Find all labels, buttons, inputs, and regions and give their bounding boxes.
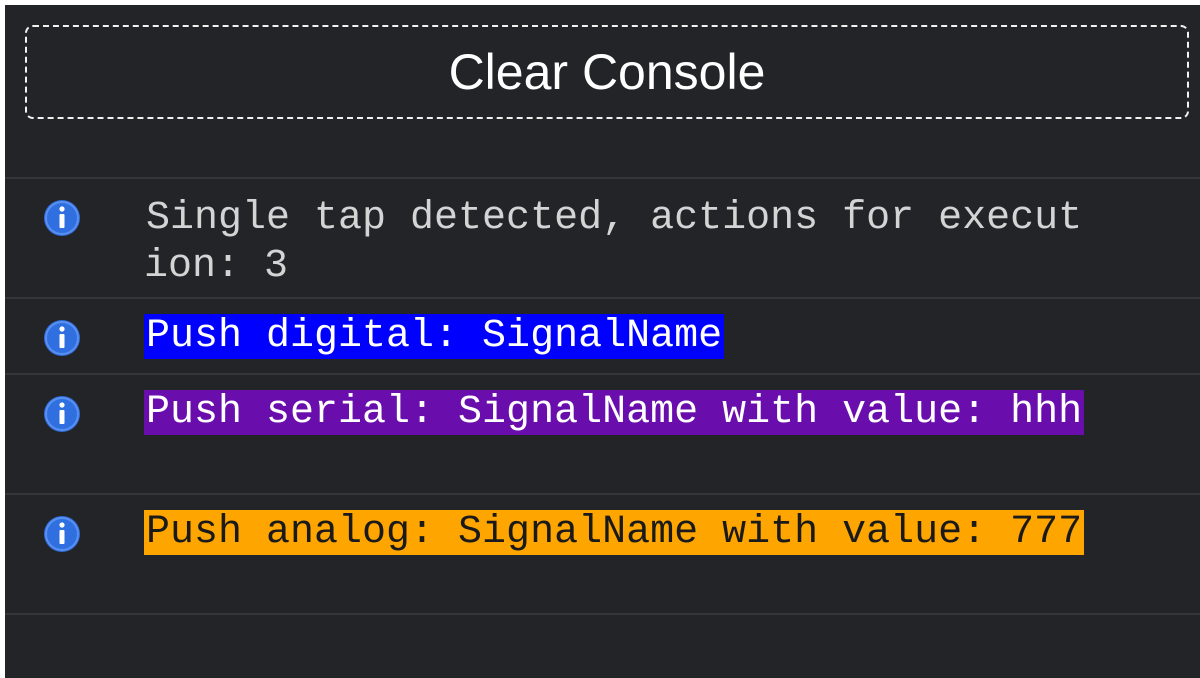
log-entry: Push digital: SignalName	[5, 299, 1200, 373]
divider	[5, 493, 1200, 495]
log-message-text: Push serial: SignalName with value: hhh	[144, 390, 1085, 435]
clear-console-button[interactable]: Clear Console	[25, 25, 1189, 119]
divider	[5, 177, 1200, 179]
log-message: Push analog: SignalName with value: 777	[144, 509, 1100, 557]
log-entry: Single tap detected, actions for executi…	[5, 179, 1200, 297]
log-message-text: Push digital: SignalName	[144, 314, 725, 359]
info-icon	[44, 200, 80, 236]
info-icon	[44, 396, 80, 432]
log-message-text: Push analog: SignalName with value: 777	[144, 510, 1085, 555]
log-message: Push digital: SignalName	[144, 313, 1100, 361]
console-panel: Clear Console Single tap detected, actio…	[5, 5, 1200, 678]
log-entry: Push serial: SignalName with value: hhh	[5, 375, 1200, 493]
log-message-text: Single tap detected, actions for executi…	[144, 196, 1083, 289]
log-message: Push serial: SignalName with value: hhh	[144, 389, 1100, 437]
info-icon	[44, 516, 80, 552]
divider	[5, 613, 1200, 615]
info-icon	[44, 320, 80, 356]
log-entry: Push analog: SignalName with value: 777	[5, 495, 1200, 613]
divider	[5, 373, 1200, 375]
divider	[5, 297, 1200, 299]
log-message: Single tap detected, actions for executi…	[144, 195, 1100, 291]
